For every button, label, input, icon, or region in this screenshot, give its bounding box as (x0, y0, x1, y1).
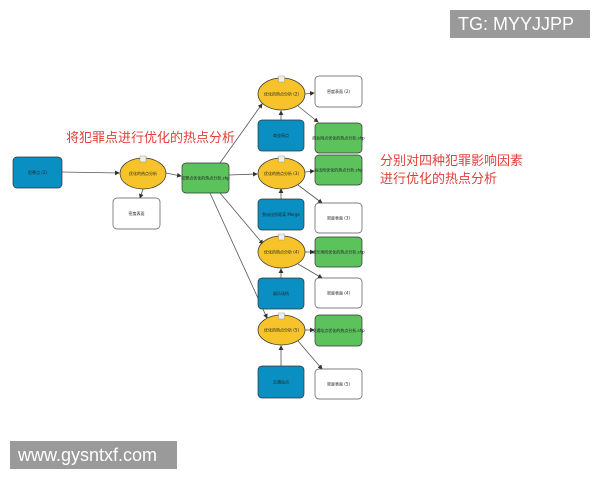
node-label: 到派出所距离 Merge (262, 211, 300, 217)
node-label: 密度表面 (129, 210, 145, 216)
node-label: 派出所优化的热点分析.shp (314, 167, 363, 173)
annotation-left: 将犯罪点进行优化的热点分析 (66, 131, 236, 146)
node-label: 密度表面 (4) (327, 290, 350, 296)
node-label: 密度表面 (5) (327, 381, 350, 387)
output-shape (314, 314, 363, 347)
input-shape (12, 156, 63, 189)
node-label: 密度表面 (3) (327, 215, 350, 221)
node-label: 交通站点 (273, 379, 289, 385)
node-factor4[interactable]: 娱乐场所 (257, 277, 305, 310)
node-out4[interactable]: 娱乐场所优化的热点分析.shp (312, 236, 365, 268)
output-shape (314, 122, 363, 154)
tool-icon (278, 155, 285, 163)
node-label: 交通站点优化的热点分析.shp (312, 327, 365, 333)
surface-shape (314, 368, 363, 400)
node-label: 商业网点 (273, 132, 289, 138)
input-shape (257, 119, 305, 152)
surface-shape (314, 277, 363, 309)
input-shape (257, 365, 305, 399)
node-factor5[interactable]: 交通站点 (257, 365, 305, 399)
node-surface4[interactable]: 密度表面 (4) (314, 277, 363, 309)
node-surface2[interactable]: 密度表面 (2) (314, 75, 363, 108)
node-surface3[interactable]: 密度表面 (3) (314, 202, 363, 234)
connectors (61, 91, 323, 370)
node-ohsa5[interactable]: 优化的热点分析 (5) (257, 312, 306, 346)
annotation-right-line2: 进行优化的热点分析 (380, 172, 498, 187)
tool-icon (139, 155, 147, 163)
node-label: 优化的热点分析 (4) (264, 249, 299, 255)
node-ohsa1[interactable]: 优化的热点分析 (119, 155, 167, 190)
node-label: 娱乐场所优化的热点分析.shp (312, 249, 365, 255)
node-factor2[interactable]: 商业网点 (257, 119, 305, 152)
node-ohsa4[interactable]: 优化的热点分析 (4) (257, 233, 306, 269)
watermark-bottom: www.gysntxf.com (10, 441, 177, 469)
surface-shape (112, 197, 161, 230)
surface-shape (314, 202, 363, 234)
node-factor3[interactable]: 到派出所距离 Merge (257, 198, 305, 231)
surface-shape (314, 75, 363, 108)
node-ohsa3[interactable]: 优化的热点分析 (3) (257, 155, 306, 190)
tool-icon (278, 233, 285, 241)
tool-icon (278, 75, 285, 83)
input-shape (257, 277, 305, 310)
node-out5[interactable]: 交通站点优化的热点分析.shp (312, 314, 365, 347)
output-shape (181, 162, 230, 194)
node-crime-out[interactable]: 犯罪点优化的热点分析.shp (181, 162, 230, 194)
node-label: 优化的热点分析 (129, 170, 157, 176)
annotation-right-line1: 分别对四种犯罪影响因素 (380, 154, 524, 169)
node-surface1[interactable]: 密度表面 (112, 197, 161, 230)
output-shape (314, 236, 363, 268)
watermark-top: TG: MYYJJPP (450, 10, 590, 38)
input-shape (257, 198, 305, 231)
output-shape (314, 154, 363, 186)
tool-icon (278, 312, 285, 320)
node-label: 优化的热点分析 (2) (264, 91, 299, 97)
node-label: 娱乐场所 (273, 290, 289, 296)
node-surface5[interactable]: 密度表面 (5) (314, 368, 363, 400)
node-label: 密度表面 (2) (327, 88, 350, 94)
node-ohsa2[interactable]: 优化的热点分析 (2) (257, 75, 306, 111)
node-label: 商业网点优化的热点分析.shp (312, 135, 365, 141)
node-out3[interactable]: 派出所优化的热点分析.shp (314, 154, 363, 186)
node-label: 优化的热点分析 (3) (264, 170, 299, 176)
node-label: 犯罪点 (2) (28, 169, 47, 175)
node-label: 优化的热点分析 (5) (264, 327, 299, 333)
node-label: 犯罪点优化的热点分析.shp (181, 175, 230, 181)
node-out2[interactable]: 商业网点优化的热点分析.shp (312, 122, 365, 154)
node-crime-points[interactable]: 犯罪点 (2) (12, 156, 63, 189)
